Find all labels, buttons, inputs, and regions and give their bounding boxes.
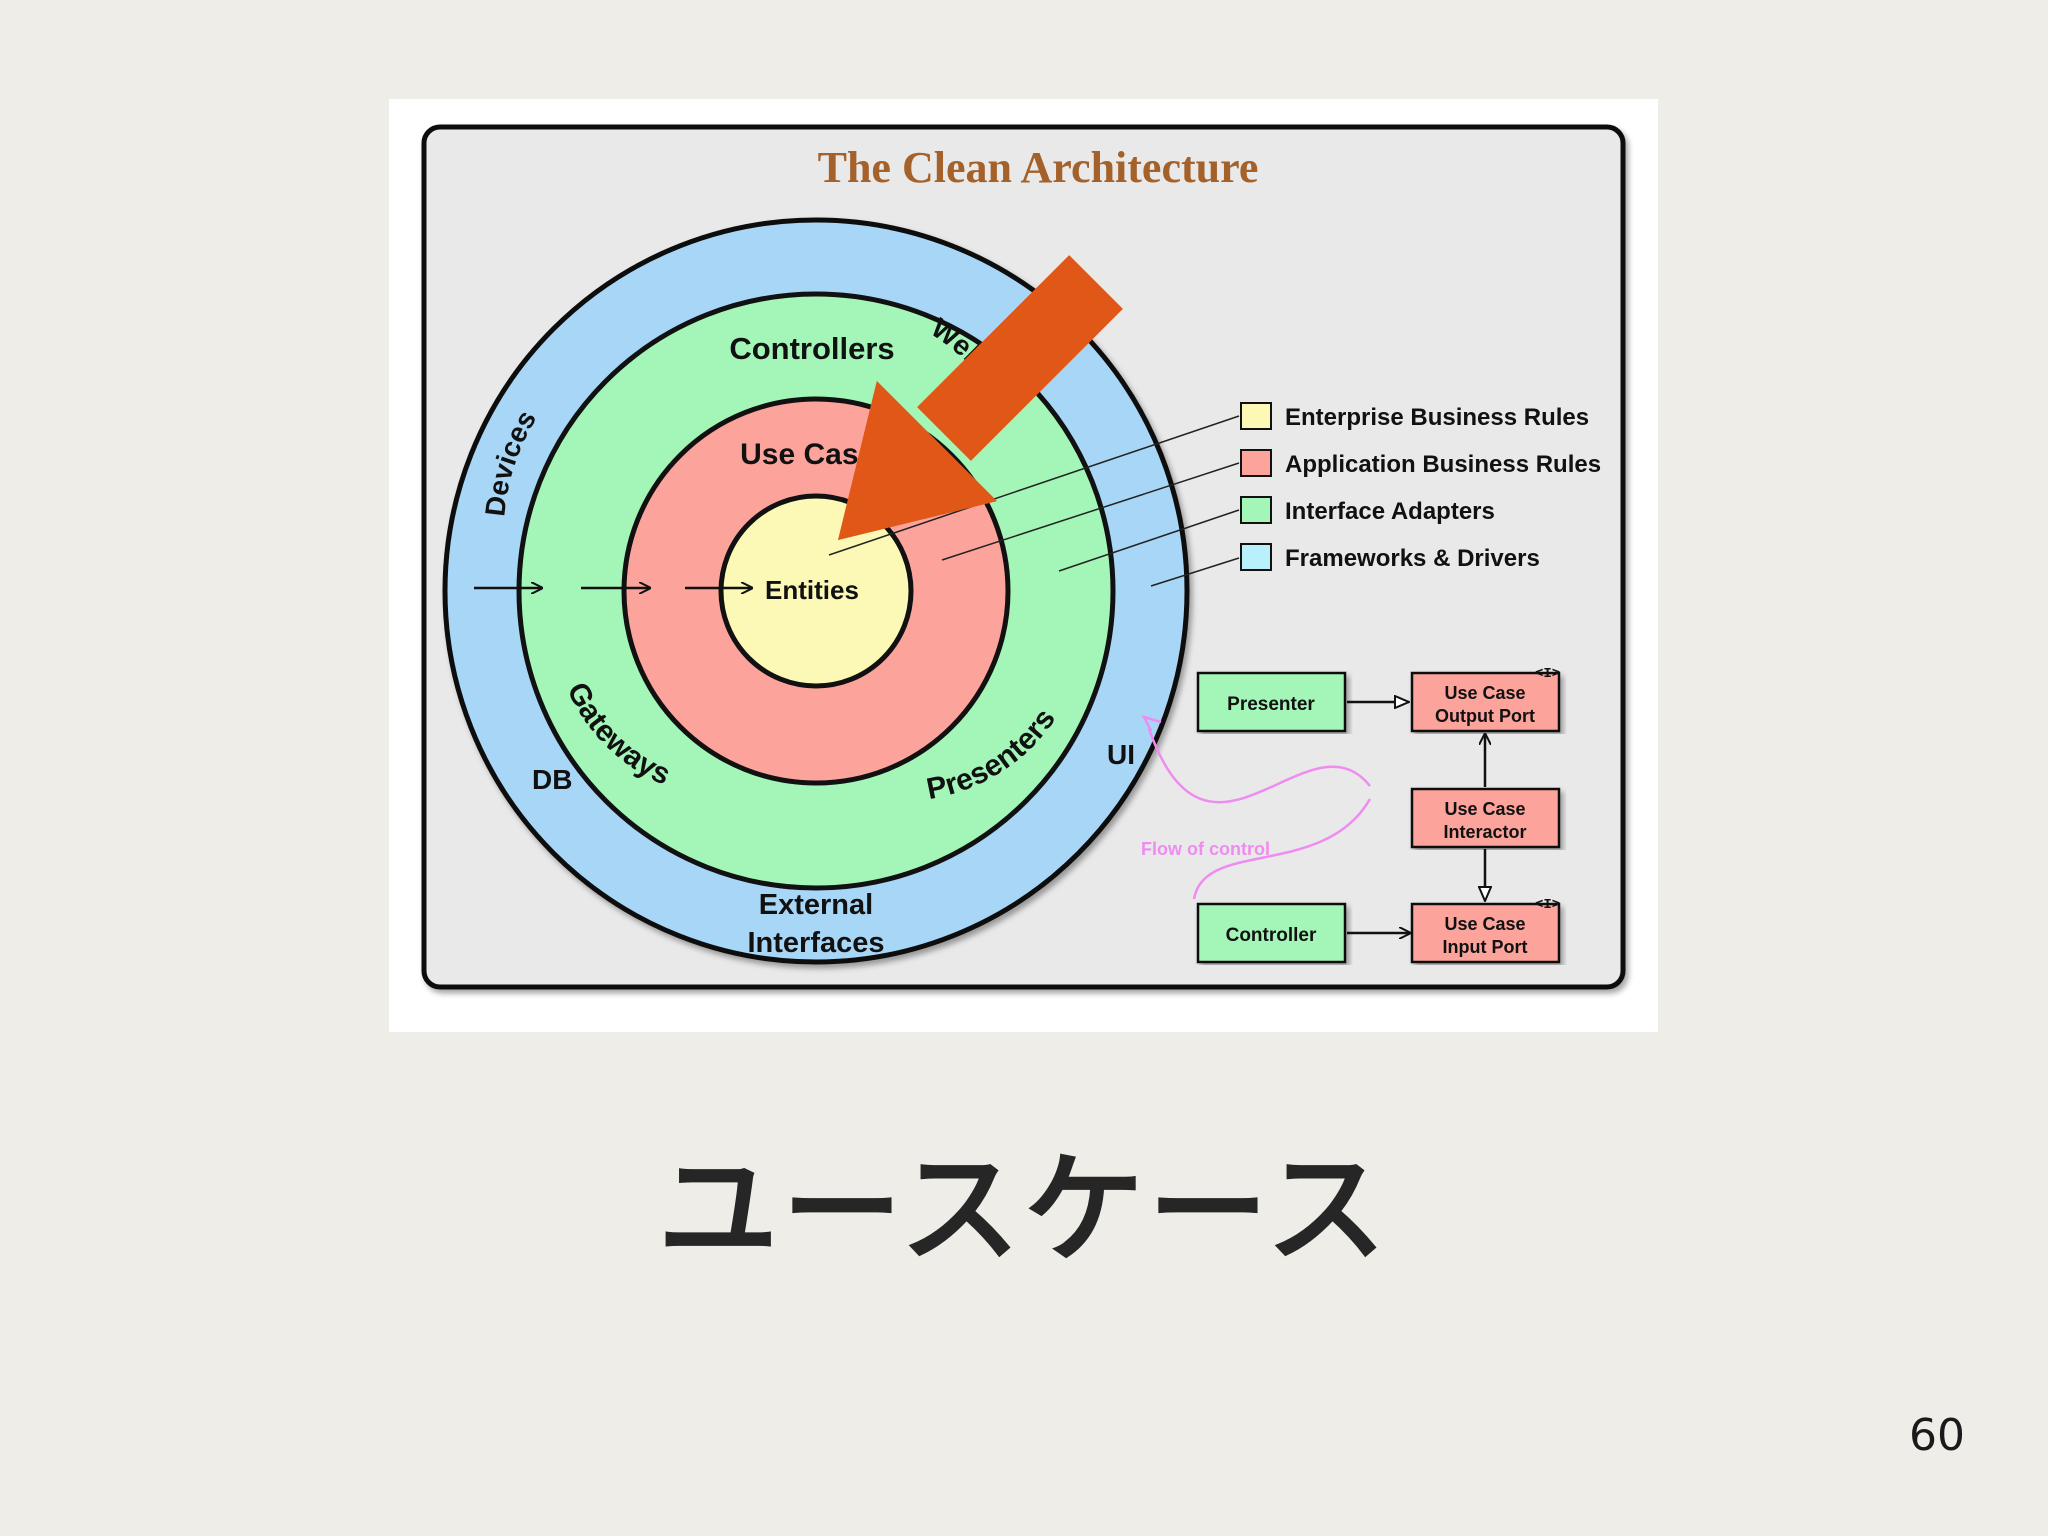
- flow-of-control-label: Flow of control: [1141, 839, 1270, 859]
- db-label: DB: [532, 764, 572, 795]
- flow-of-control-curve: [1147, 728, 1371, 804]
- external-label: External: [759, 889, 873, 921]
- legend-label-frameworks: Frameworks & Drivers: [1285, 545, 1540, 572]
- input-port-label-line2: Input Port: [1443, 937, 1528, 957]
- legend: Enterprise Business Rules Application Bu…: [1240, 402, 1601, 572]
- interface-marker: <I>: [1535, 666, 1560, 682]
- interactor-box: [1410, 787, 1561, 849]
- legend-swatch-frameworks: [1240, 543, 1272, 571]
- highlight-arrow-shaft: [917, 255, 1123, 461]
- page-number: 60: [1909, 1410, 1965, 1461]
- flow-of-control-curve: [1192, 798, 1372, 900]
- legend-leader-line: [1150, 557, 1240, 587]
- interface-marker: <I>: [1535, 897, 1560, 913]
- clean-architecture-figure: The Clean Architecture Devices Web DB UI…: [389, 99, 1658, 1032]
- output-port-box: [1410, 671, 1561, 733]
- legend-label-application: Application Business Rules: [1285, 451, 1601, 478]
- legend-swatch-application: [1240, 449, 1272, 477]
- interfaces-label: Interfaces: [747, 927, 884, 959]
- legend-label-adapters: Interface Adapters: [1285, 498, 1495, 525]
- legend-swatch-adapters: [1240, 496, 1272, 524]
- legend-label-enterprise: Enterprise Business Rules: [1285, 404, 1589, 431]
- input-port-label-line1: Use Case: [1444, 914, 1525, 934]
- controller-box: [1196, 902, 1347, 964]
- input-port-box: [1410, 902, 1561, 964]
- interactor-label-line1: Use Case: [1444, 799, 1525, 819]
- highlight-arrow-head: [837, 380, 998, 541]
- presenter-box: [1196, 671, 1347, 733]
- highlight-arrow: [837, 255, 1123, 541]
- interactor-label-line2: Interactor: [1443, 822, 1526, 842]
- diagram-title: The Clean Architecture: [818, 143, 1259, 192]
- flow-of-control-arrowhead: [1141, 714, 1162, 732]
- legend-leader-line: [941, 462, 1240, 561]
- clean-architecture-diagram: The Clean Architecture Devices Web DB UI…: [421, 124, 1626, 990]
- legend-leader-line: [828, 415, 1240, 556]
- slide-title: ユースケース: [658, 1141, 1390, 1280]
- controller-label: Controller: [1226, 925, 1317, 946]
- legend-swatch-enterprise: [1240, 402, 1272, 430]
- controllers-label: Controllers: [729, 331, 894, 366]
- legend-leader-line: [1058, 509, 1240, 572]
- entities-label: Entities: [765, 575, 859, 605]
- presenter-label: Presenter: [1227, 694, 1315, 715]
- output-port-label-line1: Use Case: [1444, 683, 1525, 703]
- output-port-label-line2: Output Port: [1435, 706, 1535, 726]
- flow-of-control-diagram: Flow of control Presenter Controller Use…: [1141, 666, 1561, 964]
- ui-label: UI: [1107, 739, 1135, 770]
